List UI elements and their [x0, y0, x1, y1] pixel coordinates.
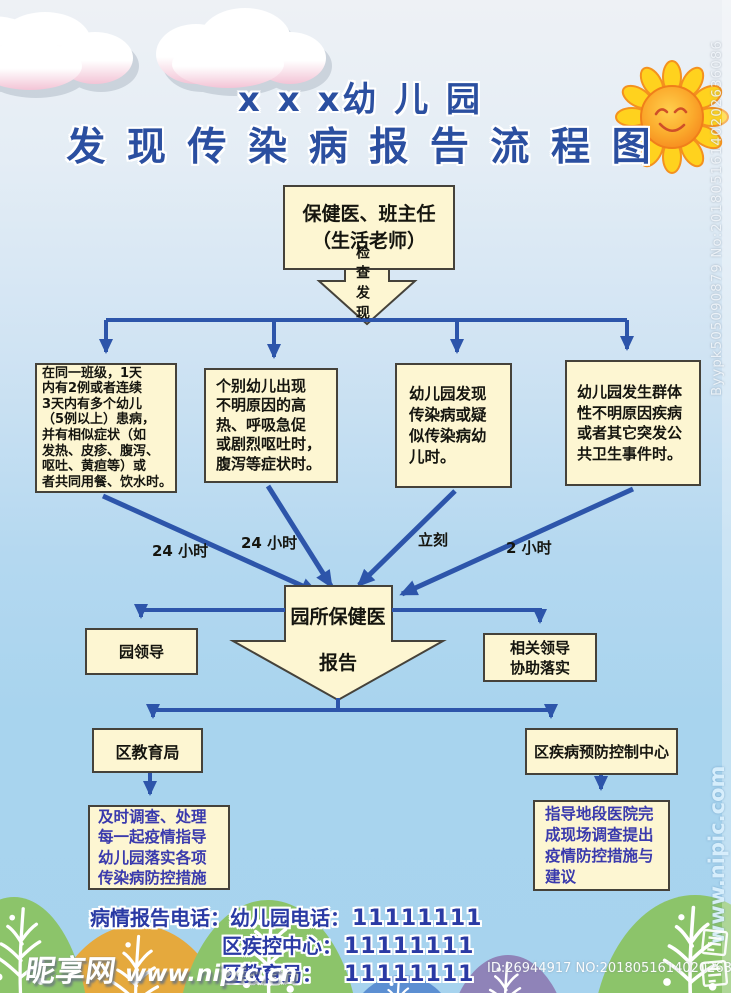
- phone-entry-3-number: 11111111: [344, 962, 475, 987]
- brand-name: 昵享网: [23, 954, 118, 989]
- side-connectors: [134, 604, 547, 624]
- case-box-2: 个别幼儿出现不明原因的高热、呼吸急促或剧烈呕吐时，腹泻等症状时。: [204, 368, 338, 483]
- duration-label-3: 立刻: [418, 531, 449, 549]
- education-bureau-box: 区教育局: [92, 728, 203, 773]
- cdc-box: 区疾病预防控制中心: [525, 728, 678, 775]
- related-leader-box: 相关领导协助落实: [483, 633, 597, 682]
- phone-line-3: 区教育局： 11111111: [222, 958, 474, 987]
- convergence-arrows: [101, 484, 635, 597]
- education-action-box: 及时调查、处理每一起疫情指导幼儿园落实各项传染病防控措施: [88, 805, 230, 890]
- phone-entry-2-number: 11111111: [344, 934, 475, 959]
- tree-decoration: [0, 895, 731, 993]
- case-box-3: 幼儿园发现传染病或疑似传染病幼儿时。: [395, 363, 512, 488]
- check-arrow-label: 检查发现: [354, 245, 370, 325]
- phone-entry-1-label: 幼儿园电话：: [230, 906, 350, 930]
- nipic-logo-icon: [700, 928, 729, 987]
- case-box-4: 幼儿园发生群体性不明原因疾病或者其它突发公共卫生事件时。: [565, 360, 701, 486]
- fanout-connectors: [99, 318, 634, 359]
- phone-entry-1-number: 11111111: [352, 906, 483, 931]
- sun-icon: [615, 60, 729, 174]
- report-arrow-subtitle: 报告: [318, 652, 357, 674]
- phone-entry-2-label: 区疾控中心：: [222, 934, 342, 958]
- poster-title-line1: x x x幼 儿 园: [237, 80, 484, 120]
- report-block-arrow: [229, 585, 447, 702]
- lower-connectors: [143, 698, 608, 796]
- leader-box: 园领导: [85, 628, 198, 675]
- phone-prefix-label: 病情报告电话：: [90, 906, 230, 930]
- watermark-id-serial: ID:26944917 NO:20180516140202636086: [487, 961, 731, 976]
- phone-line-2: 区疾控中心：11111111: [222, 930, 474, 959]
- phone-line-1: 病情报告电话：幼儿园电话：11111111: [90, 902, 482, 931]
- watermark-serial-vertical: Byypk505090879 No:20180516140202636086: [709, 40, 725, 396]
- brand-url: www.nipic.cn: [125, 961, 297, 987]
- right-edge-strip: [722, 0, 731, 993]
- brand-watermark: 昵享网 www.nipic.cn: [23, 946, 297, 990]
- duration-label-2: 24 小时: [241, 534, 298, 552]
- cloud-decoration: [0, 8, 332, 98]
- poster-title-line2: 发 现 传 染 病 报 告 流 程 图: [66, 125, 655, 170]
- duration-label-4: 2 小时: [506, 539, 552, 557]
- phone-entry-3-label: 区教育局：: [222, 962, 322, 986]
- report-arrow-title: 园所保健医: [290, 606, 386, 628]
- duration-label-1: 24 小时: [152, 542, 209, 560]
- watermark-url-vertical: www.nipic.com: [705, 765, 729, 944]
- flow-start-box: 保健医、班主任（生活老师）: [283, 185, 455, 270]
- cdc-action-box: 指导地段医院完成现场调查提出疫情防控措施与建议: [533, 800, 670, 891]
